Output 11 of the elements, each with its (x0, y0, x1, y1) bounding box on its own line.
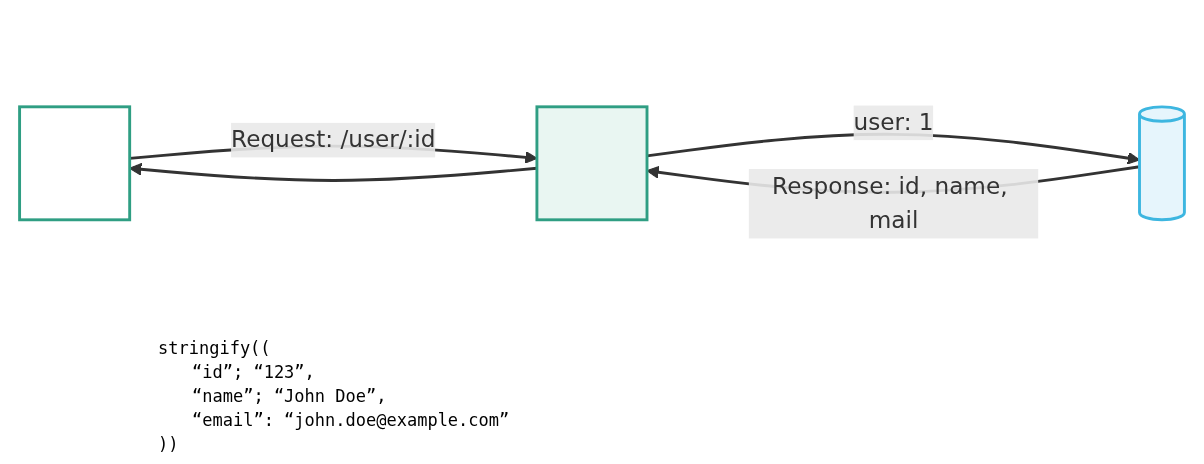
node-box (535, 105, 649, 222)
edge-label: Response: id, name, mail (772, 171, 1008, 235)
code-line: )) (158, 433, 180, 456)
edge-label: user: 1 (853, 108, 934, 136)
node-box (18, 105, 132, 222)
code-line: “email”: “john.doe@example.com” (191, 409, 510, 432)
node-cylinder (1138, 105, 1186, 222)
code-line: “name”; “John Doe”, (191, 385, 388, 408)
code-line: stringify(( (158, 337, 272, 360)
code-line: “id”; “123”, (191, 361, 316, 384)
edge-label: Request: /user/:id (231, 125, 436, 154)
